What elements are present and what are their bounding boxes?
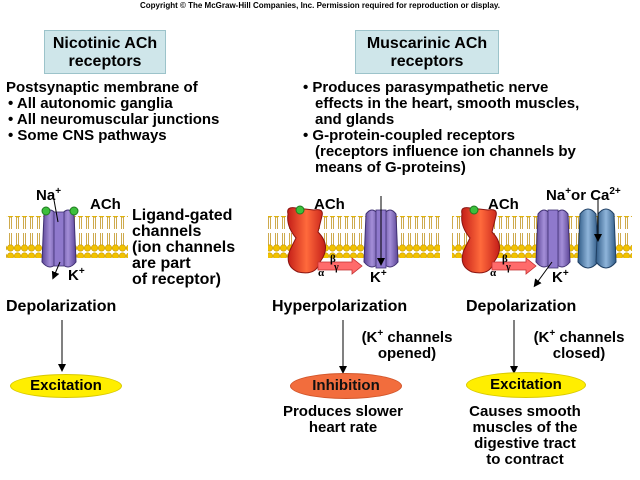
muscarinic-right-ach-label: ACh [488,196,519,213]
nicotinic-na-label: Na+ [36,186,62,204]
muscarinic-bullet-2: • G-protein-coupled receptors [303,127,515,144]
nicotinic-bullet-3: • Some CNS pathways [8,127,167,144]
svg-text:α: α [490,267,497,279]
nicotinic-header-line1: Nicotinic ACh [52,35,158,52]
muscarinic-right-gprotein: β γ α [490,253,537,279]
svg-text:γ: γ [505,262,511,273]
copyright-notice: Copyright © The McGraw-Hill Companies, I… [139,1,501,10]
muscarinic-bullet-1-line2: effects in the heart, smooth muscles, [315,95,580,112]
muscarinic-left-k-channel [363,196,399,269]
nicotinic-effect: Depolarization [6,298,117,315]
muscarinic-left-k-label: K+ [370,268,387,286]
nicotinic-k-label: K+ [68,266,85,284]
nicotinic-bullet-2: • All neuromuscular junctions [8,111,220,128]
muscarinic-right-ion-label: Na+or Ca2+ [546,186,621,204]
svg-text:β: β [502,253,508,265]
muscarinic-right-cation-channel [577,198,617,269]
svg-text:α: α [318,267,325,279]
nicotinic-header: Nicotinic ACh receptors [44,30,166,74]
muscarinic-header: Muscarinic ACh receptors [355,30,499,74]
muscarinic-right-effect: Depolarization [466,298,577,315]
nicotinic-receptor [41,199,79,280]
muscarinic-right-receptor [461,205,500,274]
svg-text:γ: γ [333,262,339,273]
muscarinic-left-ach-label: ACh [314,196,345,213]
muscarinic-left-channel-note: (K+ channels opened) [361,328,453,362]
muscarinic-header-line2: receptors [390,53,464,70]
nicotinic-intro: Postsynaptic membrane of [6,79,198,96]
nicotinic-outcome: Excitation [10,374,122,398]
muscarinic-right-channel-note: (K+ channels closed) [533,328,625,362]
muscarinic-left-result: Produces slower heart rate [282,403,404,436]
ligand-gated-note: Ligand-gated channels (ion channels are … [132,207,236,288]
muscarinic-bullet-1-line3: and glands [315,111,395,128]
nicotinic-ach-label: ACh [90,196,121,213]
muscarinic-left-outcome: Inhibition [290,373,402,399]
nicotinic-bullet-1: • All autonomic ganglia [8,95,173,112]
muscarinic-bullet-2-line3: means of G-proteins) [315,159,466,176]
muscarinic-header-line1: Muscarinic ACh [366,35,488,52]
muscarinic-left-effect: Hyperpolarization [272,298,408,315]
muscarinic-bullet-1: • Produces parasympathetic nerve [303,79,549,96]
svg-text:β: β [330,253,336,265]
muscarinic-right-k-channel [533,209,571,288]
muscarinic-right-k-label: K+ [552,268,569,286]
muscarinic-bullet-2-line2: (receptors influence ion channels by [315,143,576,160]
muscarinic-right-result: Causes smooth muscles of the digestive t… [469,403,581,468]
muscarinic-left-gprotein: β γ α [317,253,363,279]
nicotinic-header-line2: receptors [68,53,142,70]
muscarinic-right-outcome: Excitation [466,372,586,398]
